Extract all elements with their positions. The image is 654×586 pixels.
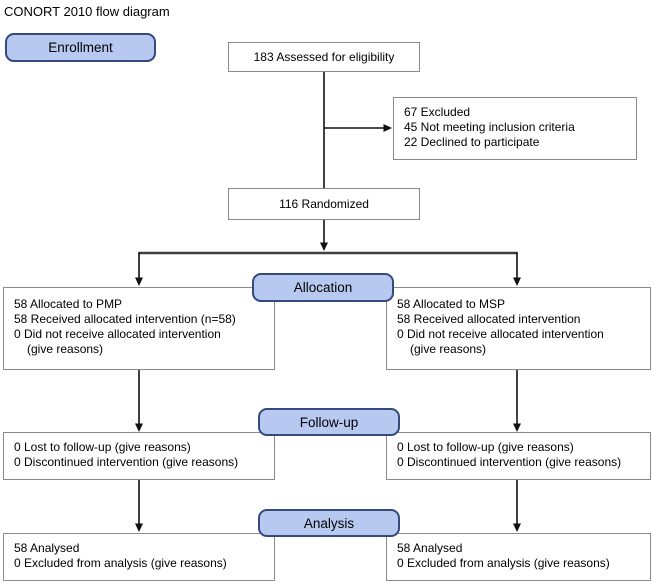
- box-line: (give reasons): [27, 342, 104, 356]
- box-line: 0 Excluded from analysis (give reasons): [14, 556, 227, 570]
- box-allocation-msp: 58 Allocated to MSP 58 Received allocate…: [386, 287, 651, 370]
- box-text: 116 Randomized: [279, 196, 369, 211]
- stage-badge-allocation: Allocation: [252, 273, 394, 302]
- box-line: (give reasons): [410, 342, 487, 356]
- box-line: 58 Allocated to MSP: [397, 297, 506, 311]
- box-assessed-for-eligibility: 183 Assessed for eligibility: [228, 42, 420, 72]
- box-line: 0 Lost to follow-up (give reasons): [397, 440, 574, 454]
- stage-badge-enrollment: Enrollment: [5, 33, 156, 62]
- box-line: 67 Excluded: [404, 105, 471, 119]
- box-line: 58 Received allocated intervention: [397, 312, 581, 326]
- box-line: 58 Analysed: [397, 541, 463, 555]
- box-line: 0 Lost to follow-up (give reasons): [14, 440, 191, 454]
- stage-badge-followup: Follow-up: [258, 408, 400, 436]
- box-followup-msp: 0 Lost to follow-up (give reasons) 0 Dis…: [386, 432, 651, 480]
- box-line: 45 Not meeting inclusion criteria: [404, 120, 575, 134]
- box-excluded: 67 Excluded 45 Not meeting inclusion cri…: [393, 97, 637, 160]
- box-line: 58 Allocated to PMP: [14, 297, 123, 311]
- box-line: 0 Discontinued intervention (give reason…: [14, 455, 239, 469]
- box-line: 58 Received allocated intervention (n=58…: [14, 312, 236, 326]
- box-line: 0 Discontinued intervention (give reason…: [397, 455, 622, 469]
- box-analysis-pmp: 58 Analysed 0 Excluded from analysis (gi…: [3, 533, 275, 581]
- box-line: 0 Excluded from analysis (give reasons): [397, 556, 610, 570]
- box-line: 58 Analysed: [14, 541, 80, 555]
- box-text: 183 Assessed for eligibility: [253, 49, 395, 64]
- box-line: 0 Did not receive allocated intervention: [397, 327, 604, 341]
- box-randomized: 116 Randomized: [228, 188, 420, 220]
- box-analysis-msp: 58 Analysed 0 Excluded from analysis (gi…: [386, 533, 651, 581]
- box-line: 0 Did not receive allocated intervention: [14, 327, 221, 341]
- stage-badge-analysis: Analysis: [258, 509, 400, 537]
- box-followup-pmp: 0 Lost to follow-up (give reasons) 0 Dis…: [3, 432, 275, 480]
- box-allocation-pmp: 58 Allocated to PMP 58 Received allocate…: [3, 287, 275, 370]
- page-title: CONORT 2010 flow diagram: [4, 4, 170, 19]
- box-line: 22 Declined to participate: [404, 135, 540, 149]
